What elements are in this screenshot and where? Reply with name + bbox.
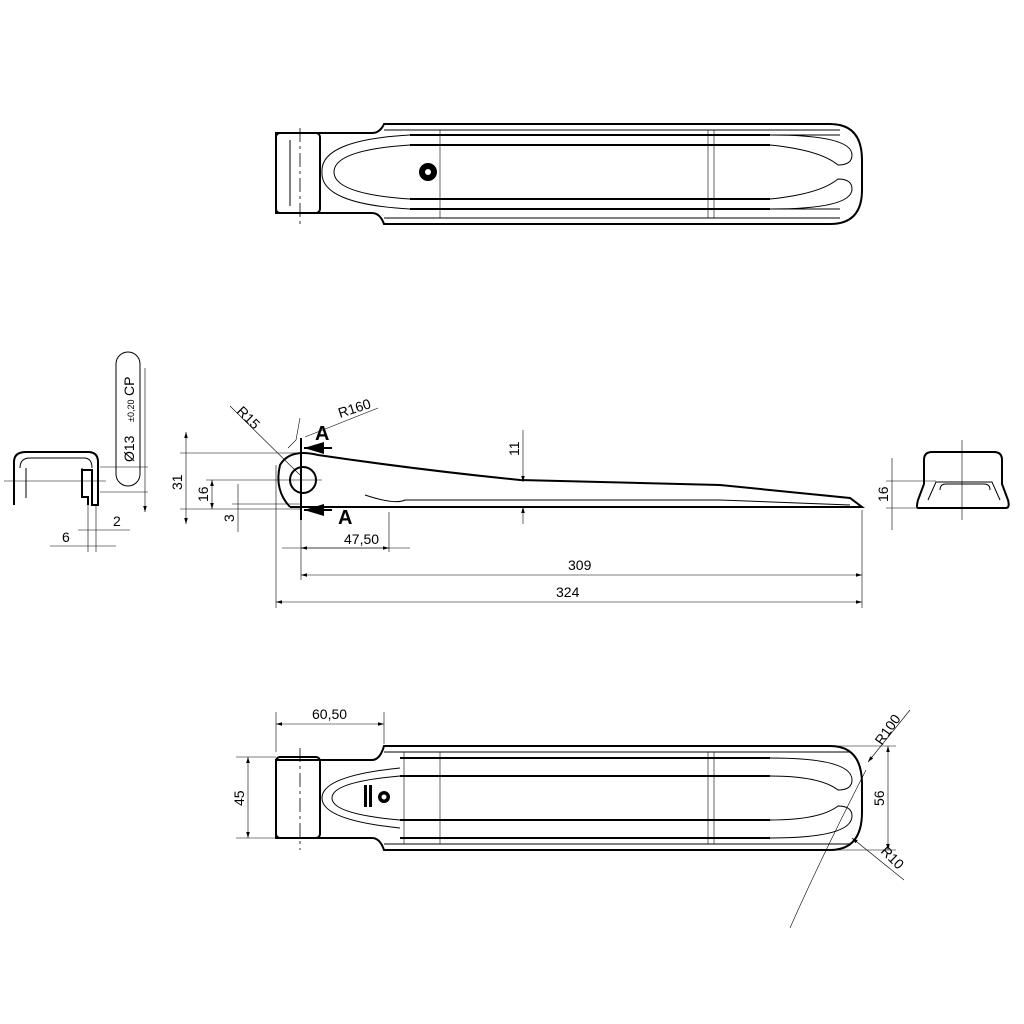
hole-fit: CP [121,377,137,396]
side-view: A A R15 R160 31 16 3 11 47,50 309 324 [169,395,865,608]
left-section-view: 2 6 Ø13 ±0,20 CP [4,351,148,552]
dim-3: 3 [221,514,237,522]
dim-6: 6 [62,529,70,545]
hole-tolerance: ±0,20 [126,400,136,422]
dim-31: 31 [169,474,185,490]
section-mark-a-top: A [315,423,329,445]
right-section-view: 16 [875,440,1010,530]
top-view [275,123,863,228]
dim-47-50: 47,50 [344,531,379,547]
section-mark-a-bottom: A [338,507,352,529]
dim-56: 56 [871,790,887,806]
hole-diameter: Ø13 [121,435,137,462]
dim-45: 45 [231,790,247,806]
dim-16: 16 [195,486,211,502]
radius-r160: R160 [336,395,373,421]
radius-r15: R15 [234,403,264,433]
dim-60-50: 60,50 [312,706,347,722]
dim-309: 309 [568,557,592,573]
bottom-view: 60,50 45 56 R100 R10 [231,706,911,929]
dim-2: 2 [113,513,121,529]
radius-r100: R100 [871,711,903,748]
dim-324: 324 [556,584,580,600]
brand-logo-icon [364,785,390,807]
dim-11: 11 [506,441,522,456]
radius-r10: R10 [878,843,908,873]
right-dim-16: 16 [875,486,891,502]
